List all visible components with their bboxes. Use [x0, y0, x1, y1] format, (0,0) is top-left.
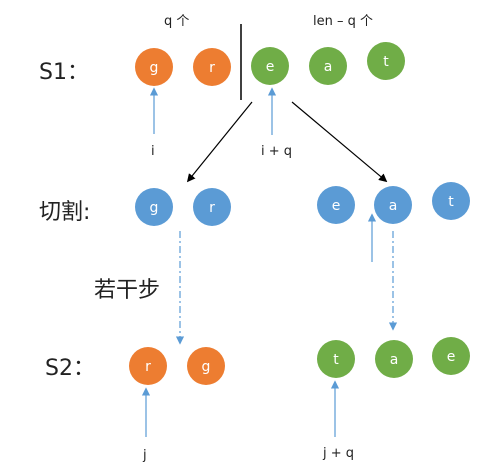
cut-node-e: e	[317, 186, 355, 224]
split-arrow-left	[186, 101, 253, 183]
row-label-s2: S2：	[45, 356, 95, 381]
pointer-j-label: j	[143, 448, 147, 463]
node-label: t	[333, 352, 339, 368]
s2-node-a: a	[375, 340, 413, 378]
right-group-count-label: len – q 个	[313, 14, 373, 29]
node-label: e	[332, 198, 341, 214]
cut-node-g: g	[135, 188, 173, 226]
node-label: t	[383, 54, 389, 70]
node-label: t	[448, 194, 454, 210]
s1-node-t: t	[367, 42, 405, 80]
s2-node-t: t	[317, 340, 355, 378]
split-arrow-right	[291, 101, 388, 183]
pointer-i-plus-q-label: i + q	[261, 144, 293, 159]
cut-node-r: r	[193, 188, 231, 226]
row-label-cut: 切割:	[39, 200, 91, 225]
node-label: a	[390, 352, 399, 368]
s1-node-r: r	[193, 48, 231, 86]
cut-node-a: a	[374, 186, 412, 224]
s1-node-a: a	[309, 47, 347, 85]
node-label: a	[389, 198, 398, 214]
node-label: g	[150, 200, 159, 216]
s1-node-e: e	[251, 47, 289, 85]
node-label: r	[145, 359, 151, 375]
node-label: e	[447, 349, 456, 365]
cut-node-t: t	[432, 182, 470, 220]
pointer-i-label: i	[151, 144, 155, 159]
node-label: a	[324, 59, 333, 75]
s2-node-r: r	[129, 347, 167, 385]
node-label: r	[209, 200, 215, 216]
s2-node-e: e	[432, 337, 470, 375]
node-label: r	[209, 60, 215, 76]
node-label: e	[266, 59, 275, 75]
s1-node-g: g	[135, 48, 173, 86]
row-label-steps: 若干步	[94, 278, 161, 303]
row-label-s1: S1：	[39, 60, 89, 85]
s2-node-g: g	[187, 347, 225, 385]
node-label: g	[202, 359, 211, 375]
pointer-j-plus-q-label: j + q	[323, 446, 355, 461]
node-label: g	[150, 60, 159, 76]
left-group-count-label: q 个	[164, 14, 190, 29]
